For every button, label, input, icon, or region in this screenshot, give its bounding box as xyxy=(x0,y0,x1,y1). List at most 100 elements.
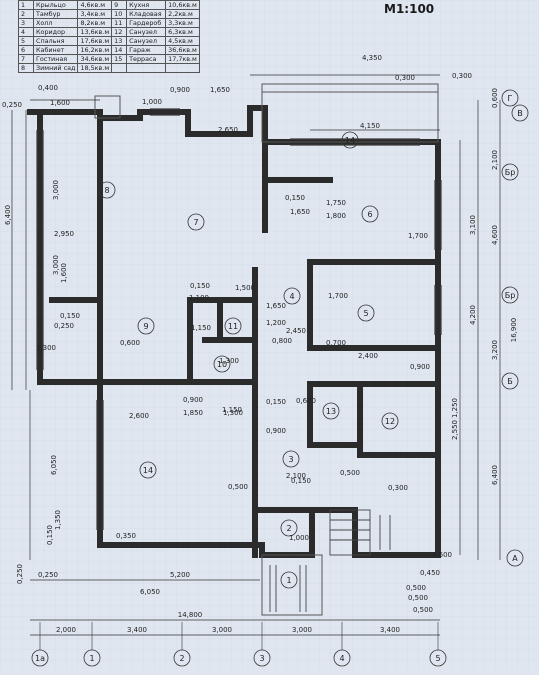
legend-cell: Гардероб xyxy=(126,18,167,28)
dimension-label: 3,000 xyxy=(212,626,232,634)
legend-cell: Холл xyxy=(32,18,79,28)
dimension-label: 2,650 xyxy=(218,126,238,134)
staircase xyxy=(329,509,391,556)
dimension-label: 1,000 xyxy=(289,534,309,542)
axis-label: 3 xyxy=(259,654,264,663)
dimension-label: 0,500 xyxy=(228,483,248,491)
dimension-label: 1,750 xyxy=(326,199,346,207)
room-number: 2 xyxy=(286,524,291,533)
dimension-label: 0,250 xyxy=(54,322,74,330)
legend-cell: 10 xyxy=(111,9,128,19)
dimension-label: 0,350 xyxy=(116,532,136,540)
dimension-label: 0,150 xyxy=(291,477,311,485)
legend-cell: Кухня xyxy=(126,0,167,10)
dimension-label: 3,400 xyxy=(127,626,147,634)
dimension-label: 3,100 xyxy=(469,215,477,235)
dimension-label: 0,900 xyxy=(266,427,286,435)
dimension-label: 0,150 xyxy=(60,312,80,320)
axis-label: 1 xyxy=(89,654,94,663)
dimension-label: 0,300 xyxy=(388,484,408,492)
axis-label: Бр xyxy=(505,168,516,177)
room-marker xyxy=(98,181,116,199)
room-marker xyxy=(282,450,300,468)
legend-cell: 2,2кв.м xyxy=(165,9,200,19)
legend-cell: Терраса xyxy=(126,54,167,64)
room-marker xyxy=(139,461,157,479)
axis-bubble xyxy=(506,549,524,567)
axis-bubble xyxy=(511,104,529,122)
windows xyxy=(36,108,442,530)
dimension-label: 0,600 xyxy=(296,397,316,405)
dimension-label: 0,400 xyxy=(38,84,58,92)
legend-cell: 7 xyxy=(18,54,34,64)
legend-cell: 36,6кв.м xyxy=(165,45,200,55)
dimension-label: 1,150 xyxy=(191,324,211,332)
scale-label: М1:100 xyxy=(384,2,435,16)
dimension-label: 0,600 xyxy=(432,551,452,559)
room-marker xyxy=(187,213,205,231)
dimension-label: 0,700 xyxy=(326,339,346,347)
dimension-label: 16,900 xyxy=(510,318,518,343)
axis-bubble xyxy=(501,286,519,304)
dimension-label: 0,450 xyxy=(420,569,440,577)
legend-cell: 18,5кв.м xyxy=(77,63,113,73)
dimension-label: 2,450 xyxy=(286,327,306,335)
dimension-label: 1,000 xyxy=(142,98,162,106)
room-marker xyxy=(224,317,242,335)
dimension-label: 0,250 xyxy=(16,564,24,584)
dimension-label: 0,250 xyxy=(2,101,22,109)
dimension-label: 5,200 xyxy=(170,571,190,579)
room-number: 10 xyxy=(217,360,227,369)
dimension-label: 0,150 xyxy=(190,282,210,290)
dimension-label: 0,800 xyxy=(272,337,292,345)
axis-label: 5 xyxy=(435,654,440,663)
legend-cell: 6,3кв.м xyxy=(165,27,200,37)
legend-cell: 1 xyxy=(18,0,34,10)
room-marker xyxy=(341,131,359,149)
room-number: 4 xyxy=(289,292,294,301)
dimension-label: 0,150 xyxy=(285,194,305,202)
room-number: 1 xyxy=(286,576,291,585)
room-number: 14 xyxy=(345,136,355,145)
legend-cell: 17,7кв.м xyxy=(165,54,200,64)
dimension-label: 0,300 xyxy=(452,72,472,80)
room-number: 8 xyxy=(104,186,109,195)
dimension-label: 2,100 xyxy=(491,150,499,170)
legend-cell xyxy=(111,63,128,73)
dimension-lines xyxy=(11,74,501,636)
room-marker xyxy=(357,304,375,322)
room-number: 9 xyxy=(143,322,148,331)
dimension-label: 0,500 xyxy=(408,594,428,602)
dimension-label: 1,200 xyxy=(266,319,286,327)
legend-cell: 11 xyxy=(111,18,128,28)
room-number: 13 xyxy=(326,407,336,416)
dimension-label: 0,300 xyxy=(395,74,415,82)
dimension-label: 6,400 xyxy=(4,205,12,225)
dimension-total: 14,800 xyxy=(178,611,203,619)
dimension-label: 0,600 xyxy=(491,88,499,108)
dimension-label: 1,300 xyxy=(223,409,243,417)
legend-cell: 17,6кв.м xyxy=(77,36,113,46)
legend-cell: 13 xyxy=(111,36,128,46)
axis-bubble xyxy=(31,649,49,667)
legend-cell: 4,6кв.м xyxy=(77,0,113,10)
dimension-label: 4,600 xyxy=(491,225,499,245)
axis-bubble xyxy=(501,163,519,181)
dimension-label: 1,700 xyxy=(328,292,348,300)
dimension-label: 1,600 xyxy=(60,263,68,283)
dimension-label: 2,000 xyxy=(56,626,76,634)
dimension-label: 1,150 xyxy=(222,406,242,414)
axis-label: Бр xyxy=(505,291,516,300)
axis-label: Б xyxy=(507,377,513,386)
axis-label: В xyxy=(517,109,523,118)
dimension-label: 0,150 xyxy=(266,398,286,406)
room-marker xyxy=(361,205,379,223)
dimension-label: 2,100 xyxy=(286,472,306,480)
